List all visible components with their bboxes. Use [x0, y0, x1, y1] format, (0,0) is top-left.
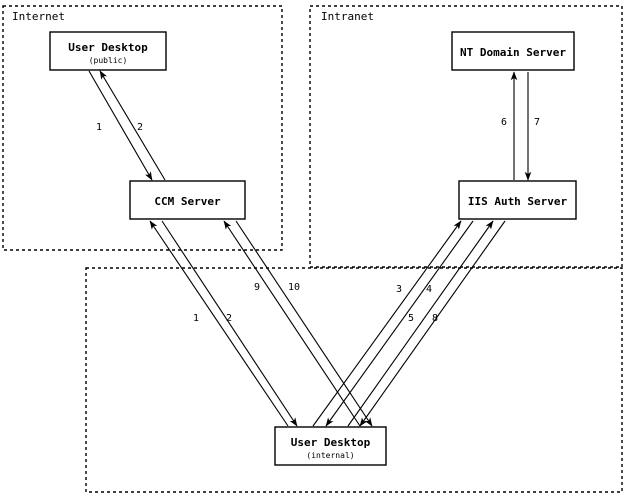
node-ccm-server[interactable]: CCM Server [129, 180, 246, 220]
flow-9-user-desktop-internal-to-ccm-server: 9 [223, 220, 361, 427]
flow-arrow-0 [88, 70, 153, 181]
flow-5-user-desktop-internal-to-iis-auth-server: 5 [347, 220, 494, 427]
flow-2-ccm-server-to-user-desktop-internal: 2 [161, 220, 298, 427]
flow-1-user-desktop-internal-to-ccm-server: 1 [149, 220, 289, 427]
flow-label-2: 6 [501, 117, 507, 128]
flow-10-ccm-server-to-user-desktop-internal: 10 [235, 220, 373, 427]
node-box-nt-domain-server[interactable] [451, 31, 575, 71]
node-title-ccm-server: CCM Server [154, 195, 221, 208]
node-box-iis-auth-server[interactable] [458, 180, 577, 220]
node-box-user-desktop-public[interactable] [49, 31, 167, 71]
flow-label-10: 5 [408, 313, 414, 324]
zone-label-internet: Internet [12, 10, 65, 23]
flow-label-8: 3 [396, 284, 402, 295]
node-subtitle-user-desktop-public: (public) [89, 56, 128, 65]
flow-arrow-5 [161, 220, 298, 427]
flow-8-iis-auth-server-to-user-desktop-internal: 8 [359, 220, 506, 427]
zone-internal-lan [85, 267, 623, 493]
zone-intranet: Intranet [309, 5, 623, 268]
flow-arrow-8 [312, 220, 462, 427]
flow-arrow-1 [99, 70, 166, 181]
node-user-desktop-internal[interactable]: User Desktop (internal) [274, 426, 387, 466]
zone-internet: Internet [2, 5, 283, 251]
flow-1-user-desktop-public-to-ccm-server: 1 [88, 70, 153, 181]
flow-label-7: 10 [288, 282, 300, 293]
flow-label-4: 1 [193, 313, 199, 324]
node-subtitle-user-desktop-internal: (internal) [306, 451, 354, 460]
node-box-user-desktop-internal[interactable] [274, 426, 387, 466]
node-box-ccm-server[interactable] [129, 180, 246, 220]
flow-label-5: 2 [226, 313, 232, 324]
zone-boundary-internet [2, 5, 283, 251]
zone-boundary-internal-lan [85, 267, 623, 493]
node-iis-auth-server[interactable]: IIS Auth Server [458, 180, 577, 220]
node-title-user-desktop-internal: User Desktop [291, 436, 371, 449]
node-user-desktop-public[interactable]: User Desktop (public) [49, 31, 167, 71]
flow-label-11: 8 [432, 313, 438, 324]
flow-6-iis-auth-server-to-nt-domain-server: 6 [501, 71, 518, 180]
node-nt-domain-server[interactable]: NT Domain Server [451, 31, 575, 71]
flow-2-ccm-server-to-user-desktop-public: 2 [99, 70, 166, 181]
node-title-iis-auth-server: IIS Auth Server [468, 195, 568, 208]
node-title-nt-domain-server: NT Domain Server [460, 46, 566, 59]
flow-7-nt-domain-server-to-iis-auth-server: 7 [524, 72, 540, 181]
flow-label-9: 4 [426, 284, 432, 295]
flow-arrow-11 [359, 220, 506, 427]
flow-arrow-4 [149, 220, 289, 427]
zone-boundary-intranet [309, 5, 623, 268]
flow-arrow-7 [235, 220, 373, 427]
zones-layer: Internet Intranet [2, 5, 623, 493]
flow-label-6: 9 [254, 282, 260, 293]
flow-label-3: 7 [534, 117, 540, 128]
flow-arrow-9 [325, 220, 474, 427]
flow-3-user-desktop-internal-to-iis-auth-server: 3 [312, 220, 462, 427]
flow-arrow-6 [223, 220, 361, 427]
flows-layer: 1 2 6 7 1 2 9 10 3 4 5 8 [88, 70, 540, 427]
flow-arrow-10 [347, 220, 494, 427]
flow-label-0: 1 [96, 122, 102, 133]
flow-label-1: 2 [137, 122, 143, 133]
node-title-user-desktop-public: User Desktop [68, 41, 148, 54]
nodes-layer: User Desktop (public) CCM Server NT Domain … [49, 31, 577, 466]
zone-label-intranet: Intranet [321, 10, 374, 23]
flow-4-iis-auth-server-to-user-desktop-internal: 4 [325, 220, 474, 427]
